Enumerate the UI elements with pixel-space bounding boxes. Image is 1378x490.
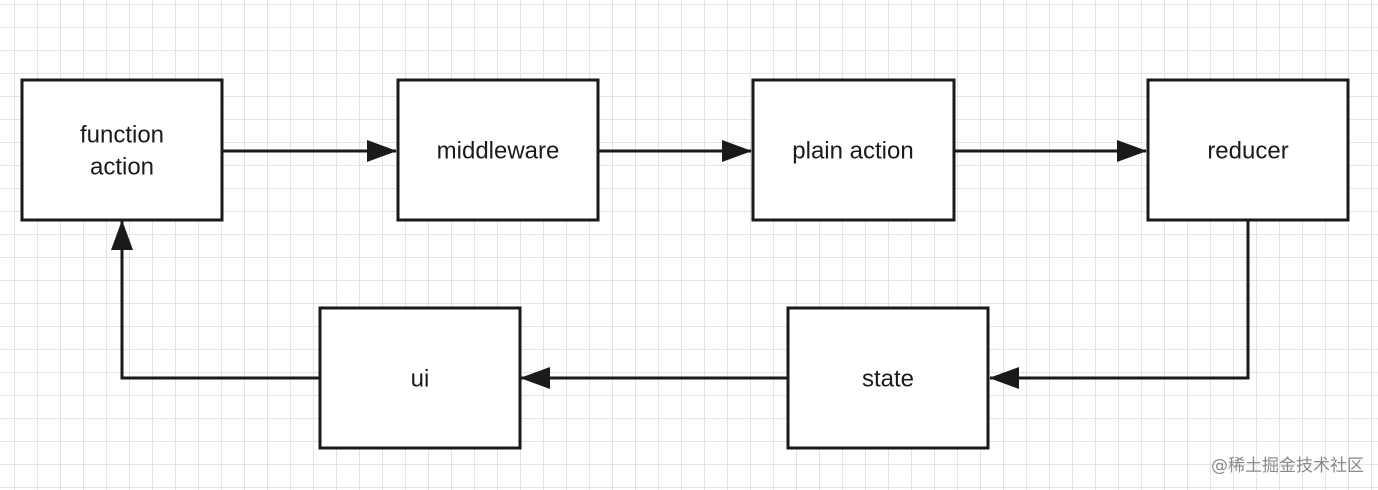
node-box: [786, 306, 990, 450]
node-middleware: middleware: [396, 78, 600, 222]
node-ui: ui: [318, 306, 522, 450]
node-box: [318, 306, 522, 450]
node-label: state: [862, 365, 914, 392]
node-box: [751, 78, 956, 222]
node-label: reducer: [1207, 137, 1288, 164]
node-label: middleware: [437, 137, 560, 164]
node-state: state: [786, 306, 990, 450]
node-label-line1: function: [80, 121, 164, 148]
watermark: @稀土掘金技术社区: [1211, 456, 1364, 476]
node-plain-action: plain action: [751, 78, 956, 222]
node-label: plain action: [792, 137, 913, 164]
arrow-ui-to-function-action: [111, 220, 320, 380]
node-box: [20, 78, 224, 222]
node-label-line2: action: [90, 153, 154, 180]
node-label: ui: [411, 365, 430, 392]
edges: [111, 140, 1250, 389]
node-function-action: function action: [20, 78, 224, 222]
arrow-reducer-to-state: [989, 220, 1250, 389]
node-reducer: reducer: [1146, 78, 1350, 222]
node-box: [1146, 78, 1350, 222]
node-box: [396, 78, 600, 222]
